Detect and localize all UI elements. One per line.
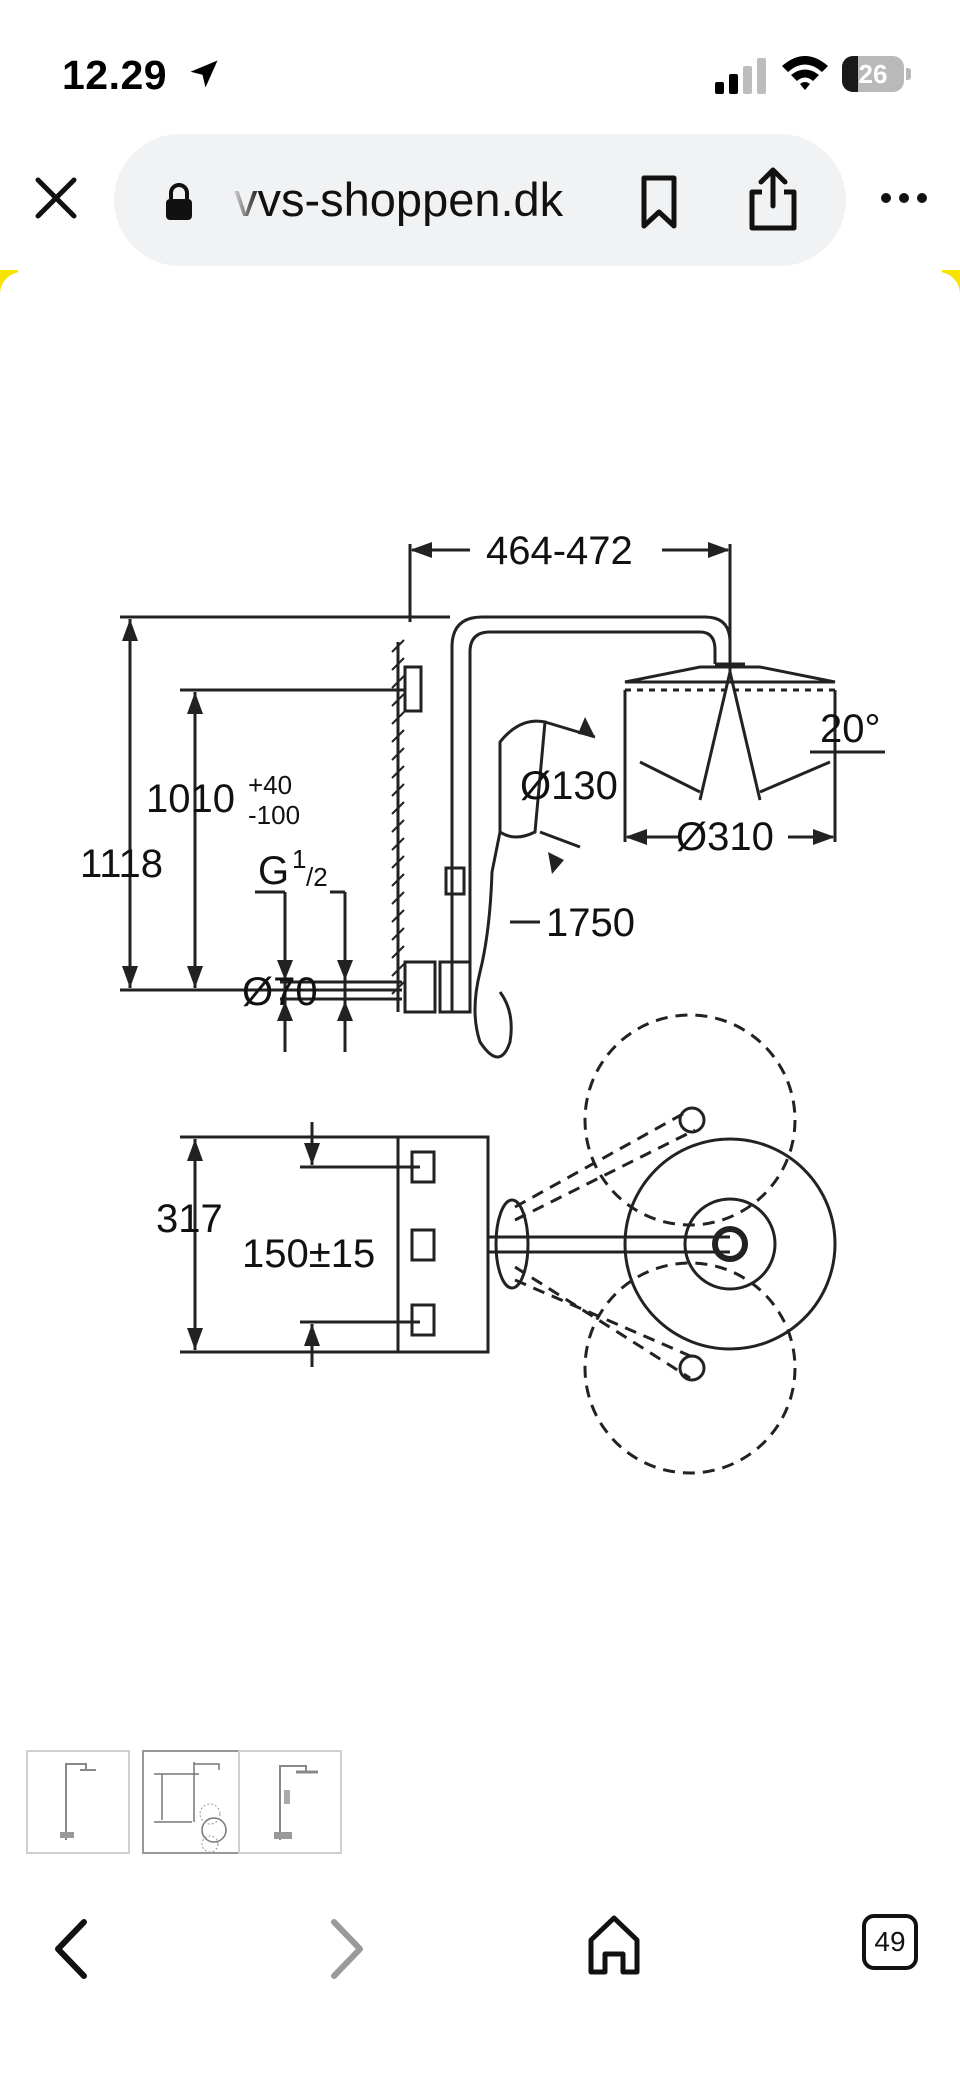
more-icon[interactable] (876, 174, 932, 222)
lock-icon (166, 183, 192, 220)
tabs-icon[interactable]: 49 (862, 1914, 918, 1970)
thumbnail-1[interactable] (26, 1750, 130, 1854)
flange-diameter-label: Ø70 (242, 970, 318, 1014)
thread-label-denominator: /2 (306, 862, 328, 892)
share-icon[interactable] (744, 164, 802, 234)
bookmark-icon[interactable] (636, 174, 682, 230)
head-shower-diameter-label: Ø310 (676, 815, 774, 859)
close-icon[interactable] (28, 170, 84, 226)
thread-label-g: G (258, 849, 289, 893)
browser-address-bar: vvs-shoppen.dk (0, 130, 960, 275)
thumbnail-2[interactable] (142, 1750, 246, 1854)
total-height-label: 1118 (80, 842, 163, 886)
product-image-viewer[interactable]: 464-472 1118 1010 +40 -100 G 1 /2 Ø70 Ø1… (0, 272, 960, 1884)
forward-arrow-icon[interactable] (320, 1914, 370, 1984)
home-icon[interactable] (585, 1910, 643, 1980)
angle-label: 20° (820, 707, 881, 751)
location-arrow-icon (190, 60, 218, 88)
mount-tolerance-plus: +40 (248, 770, 292, 800)
cellular-signal-icon (715, 58, 766, 94)
spacing-label: 150±15 (242, 1232, 375, 1276)
status-time: 12.29 (62, 52, 168, 98)
hand-shower-diameter-label: Ø130 (520, 764, 618, 808)
technical-drawing: 464-472 1118 1010 +40 -100 G 1 /2 Ø70 Ø1… (80, 529, 885, 1475)
url-text: vvs-shoppen.dk (234, 173, 564, 226)
mount-height-label: 1010 (146, 777, 235, 821)
url-field[interactable]: vvs-shoppen.dk (114, 134, 846, 266)
depth-label: 317 (156, 1197, 223, 1241)
battery-level: 26 (858, 59, 888, 89)
back-arrow-icon[interactable] (48, 1914, 98, 1984)
thread-label-numerator: 1 (292, 844, 306, 874)
hose-length-label: 1750 (546, 901, 635, 945)
wifi-icon (782, 56, 828, 90)
browser-toolbar: 49 (0, 1884, 960, 2079)
status-bar: 12.29 26 (0, 0, 960, 130)
width-span-label: 464-472 (486, 529, 633, 573)
battery-icon: 26 (842, 56, 912, 92)
mount-tolerance-minus: -100 (248, 800, 300, 830)
thumbnail-3[interactable] (238, 1750, 342, 1854)
